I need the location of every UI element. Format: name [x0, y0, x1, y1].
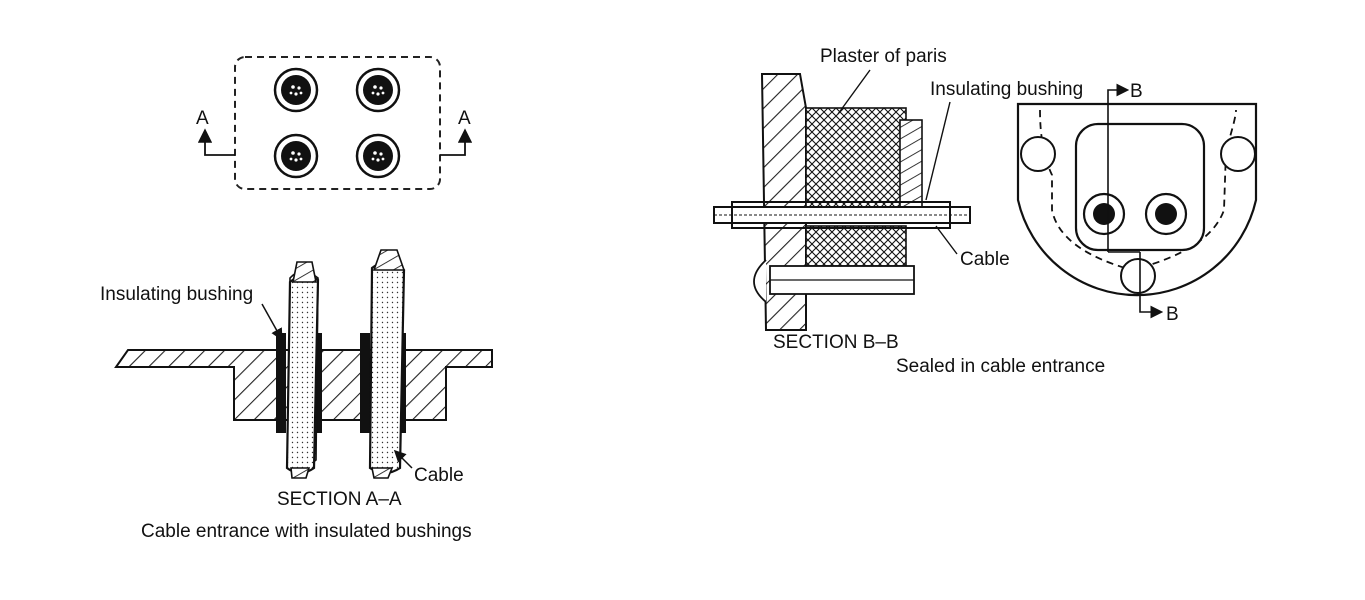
- label-plaster-of-paris: Plaster of paris: [820, 46, 947, 67]
- bushing-plan-3: [273, 133, 319, 179]
- label-cable-right: Cable: [960, 249, 1010, 270]
- bushing-plan-2: [355, 67, 401, 113]
- leader-bushing: [261, 303, 283, 341]
- leader-plaster: [837, 69, 871, 115]
- section-title-a: SECTION A–A: [277, 489, 402, 510]
- bushing-flange: [899, 119, 923, 211]
- section-marker-b-top: B: [1130, 81, 1143, 102]
- plaster-fill-lower: [805, 225, 907, 267]
- cable-1-bottom: [290, 467, 311, 479]
- section-a-a-view: Insulating bushing Cable SECTION A–A Cab…: [100, 249, 493, 542]
- cable-2-bottom: [371, 467, 394, 479]
- cable-1-top: [292, 261, 317, 283]
- section-marker-a-left: A: [196, 108, 209, 129]
- label-cable-left: Cable: [414, 465, 464, 486]
- cable-1: [285, 274, 320, 475]
- section-arrow-right: [440, 128, 473, 156]
- bolt-hole-bottom: [1120, 258, 1156, 294]
- section-marker-a-right: A: [458, 108, 471, 129]
- section-marker-b-bottom: B: [1166, 304, 1179, 325]
- section-arrow-left: [197, 128, 235, 156]
- section-b-b-view: Plaster of paris Insulating bushing Cabl…: [713, 46, 1105, 377]
- section-line-b-top: [1107, 83, 1130, 252]
- bushing-collar: [360, 333, 370, 433]
- bushing-collar: [276, 333, 286, 433]
- leader-cable: [393, 449, 413, 469]
- section-title-b: SECTION B–B: [773, 332, 899, 353]
- plaster-fill: [805, 107, 907, 209]
- bolt-hole-right: [1220, 136, 1256, 172]
- plate-outline: [234, 56, 441, 190]
- leader-cable-right: [935, 225, 958, 255]
- bushing-plan-4: [355, 133, 401, 179]
- leader-bushing-right: [925, 101, 951, 201]
- section-line-b-bottom: [1139, 252, 1164, 319]
- label-insulating-bushing-left: Insulating bushing: [100, 284, 253, 305]
- plan-view-b: B B: [1016, 81, 1258, 325]
- cable-hole-2: [1155, 203, 1177, 225]
- bolt-hole-left: [1020, 136, 1056, 172]
- caption-left: Cable entrance with insulated bushings: [141, 521, 472, 542]
- cable-2: [368, 260, 406, 475]
- plan-view-a: A A: [196, 56, 473, 190]
- caption-right: Sealed in cable entrance: [896, 356, 1105, 377]
- label-insulating-bushing-right: Insulating bushing: [930, 79, 1083, 100]
- cable-hole-1: [1093, 203, 1115, 225]
- bushing-plan-1: [273, 67, 319, 113]
- cable-2-top: [372, 249, 406, 271]
- wall-lip: [753, 259, 767, 303]
